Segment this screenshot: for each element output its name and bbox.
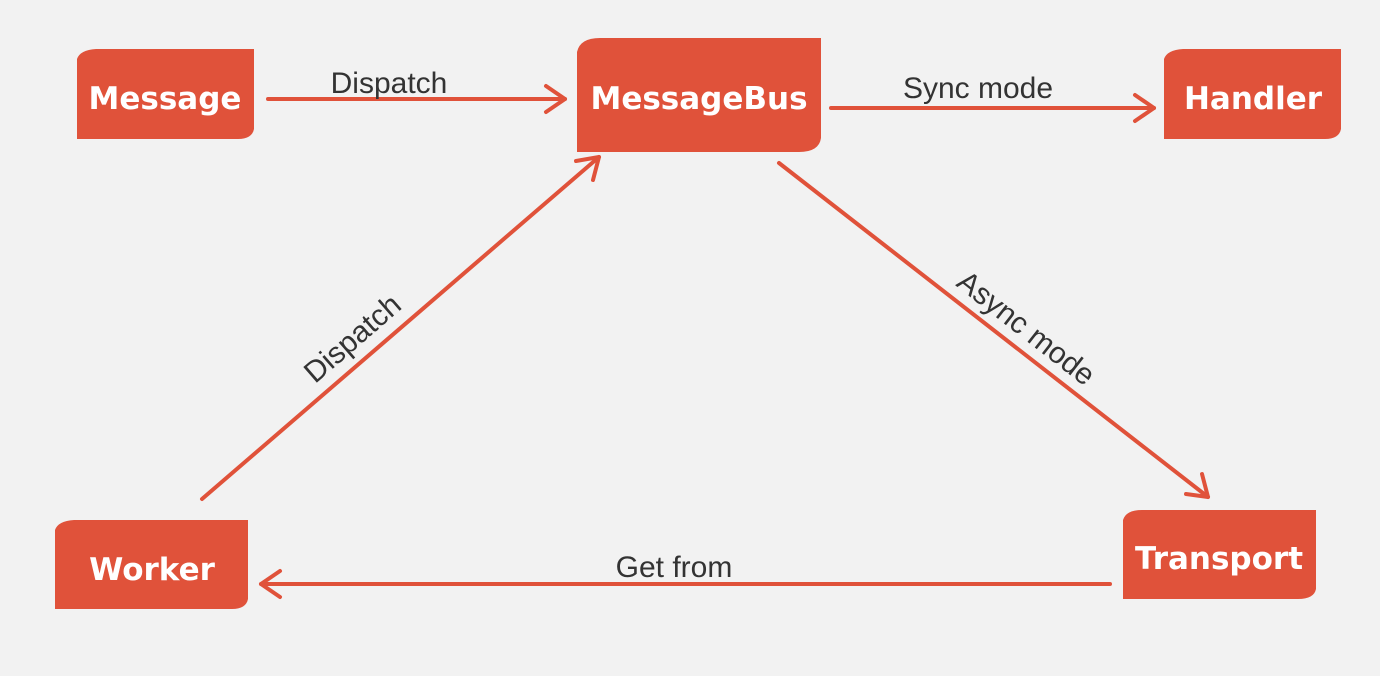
node-shape [1123,510,1316,599]
node-shape [1164,49,1341,139]
node-messagebus[interactable]: MessageBus [577,38,821,152]
node-shape [77,49,254,139]
edge-worker-to-messagebus [200,155,601,501]
edge-label-worker-to-messagebus: Dispatch [298,288,408,389]
node-label-worker: Worker [89,552,215,588]
node-shape [55,520,248,609]
arrowhead-icon [259,569,282,599]
node-label-message: Message [89,81,242,117]
node-label-messagebus: MessageBus [590,81,807,117]
edge-label-messagebus-to-handler: Sync mode [903,72,1053,105]
node-label-transport: Transport [1135,541,1303,577]
edge-messagebus-to-handler [829,93,1156,123]
edge-message-to-messagebus [266,84,567,114]
node-message[interactable]: Message [77,49,254,139]
edge-messagebus-to-transport [777,161,1210,499]
edge-line [200,155,601,501]
edge-label-messagebus-to-transport: Async mode [951,265,1101,393]
edge-label-transport-to-worker: Get from [616,551,733,584]
edge-transport-to-worker [259,569,1112,599]
arrowhead-icon [1184,472,1210,499]
node-label-handler: Handler [1184,81,1323,117]
edges [200,84,1210,599]
node-transport[interactable]: Transport [1123,510,1316,599]
edge-line [777,161,1210,499]
arrowhead-icon [574,155,601,182]
arrowhead-icon [1133,93,1156,123]
node-shape [577,38,821,152]
node-handler[interactable]: Handler [1164,49,1341,139]
edge-label-message-to-messagebus: Dispatch [331,67,448,100]
node-worker[interactable]: Worker [55,520,248,609]
nodes: Message MessageBus Handler Worker Transp… [55,38,1341,609]
arrowhead-icon [544,84,567,114]
